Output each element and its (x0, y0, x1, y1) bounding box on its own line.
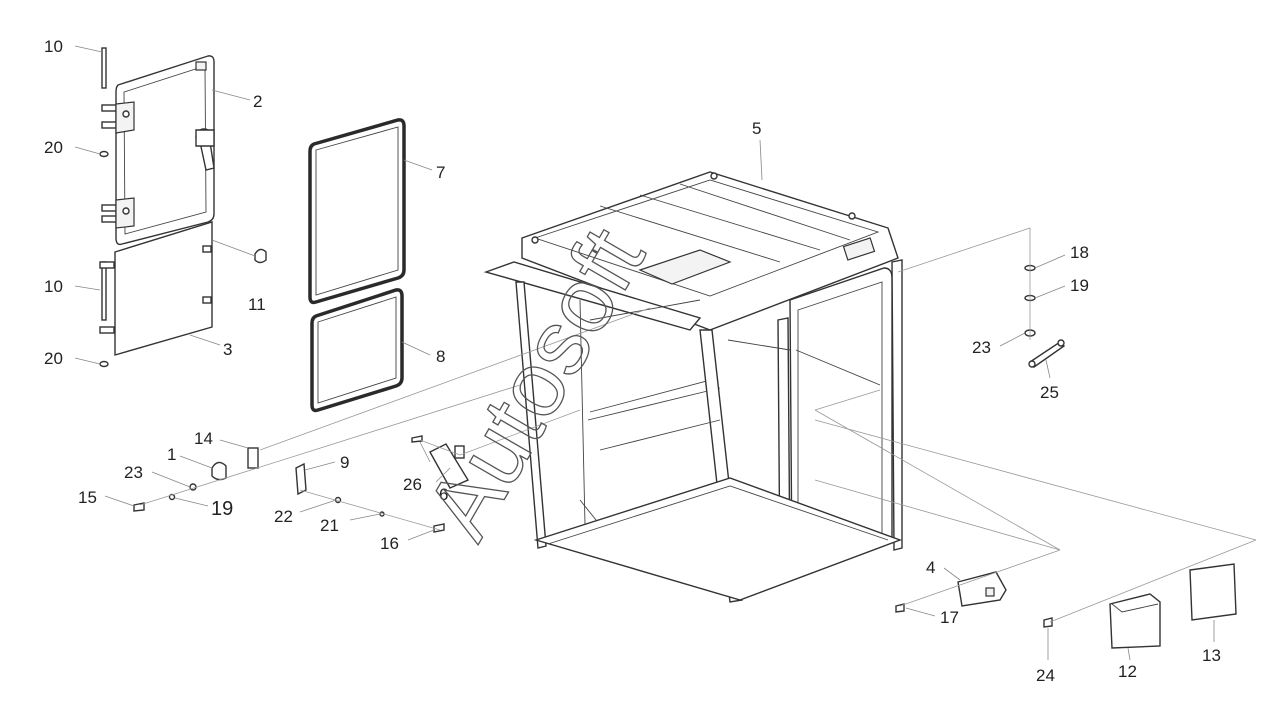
part-26-screw (411, 435, 423, 443)
part-17-bolt (895, 603, 905, 613)
callout-19-left: 19 (211, 498, 233, 520)
part-10-pin-upper (101, 47, 107, 89)
part-6-bracket (429, 443, 470, 489)
callout-19-right: 19 (1070, 276, 1089, 295)
callout-16: 16 (380, 534, 399, 553)
part-7-upper-window-seal (308, 118, 406, 305)
callout-8: 8 (436, 347, 445, 366)
part-9-handle (295, 462, 307, 496)
callout-3: 3 (223, 340, 232, 359)
callout-22: 22 (274, 507, 293, 526)
callout-14: 14 (194, 429, 213, 448)
callout-10-upper: 10 (44, 37, 63, 56)
part-4-cover-box (957, 571, 1007, 607)
part-20-washer-lower (99, 360, 109, 368)
callout-24: 24 (1036, 666, 1055, 685)
part-3-lower-door-panel (99, 221, 213, 356)
callout-10-lower: 10 (44, 277, 63, 296)
callout-1: 1 (167, 445, 176, 464)
callout-12: 12 (1118, 662, 1137, 681)
callout-9: 9 (340, 453, 349, 472)
part-14-bracket (247, 447, 259, 469)
assembly-lines (74, 45, 1257, 661)
callout-18: 18 (1070, 243, 1089, 262)
part-11-latch (254, 248, 267, 264)
part-12-cover-plate (1109, 593, 1161, 649)
callout-13: 13 (1202, 646, 1221, 665)
callout-4: 4 (926, 558, 935, 577)
callout-11: 11 (248, 295, 266, 314)
callout-23-left: 23 (124, 463, 143, 482)
callout-21: 21 (320, 516, 339, 535)
callout-25: 25 (1040, 383, 1059, 402)
part-25-strut (1028, 339, 1066, 368)
part-13-panel (1189, 563, 1237, 621)
callout-20-upper: 20 (44, 138, 63, 157)
part-5-cab-frame (483, 171, 903, 603)
callout-7: 7 (436, 163, 445, 182)
callout-15: 15 (78, 488, 97, 507)
callout-2: 2 (253, 92, 262, 111)
callout-26: 26 (403, 475, 422, 494)
part-1-lock (211, 461, 227, 481)
part-15-bolt (133, 502, 145, 512)
callout-5: 5 (752, 119, 761, 138)
callout-6: 6 (439, 485, 448, 504)
part-8-lower-window-seal (310, 288, 404, 413)
callout-23-right: 23 (972, 338, 991, 357)
part-20-washer-upper (99, 150, 109, 158)
callout-17: 17 (940, 608, 959, 627)
callout-labels: 10 2 20 10 11 20 3 7 8 5 18 19 23 25 14 … (44, 37, 1221, 685)
part-24-bolt (1043, 617, 1053, 628)
callout-20-lower: 20 (44, 349, 63, 368)
part-2-upper-door-frame (101, 55, 215, 246)
